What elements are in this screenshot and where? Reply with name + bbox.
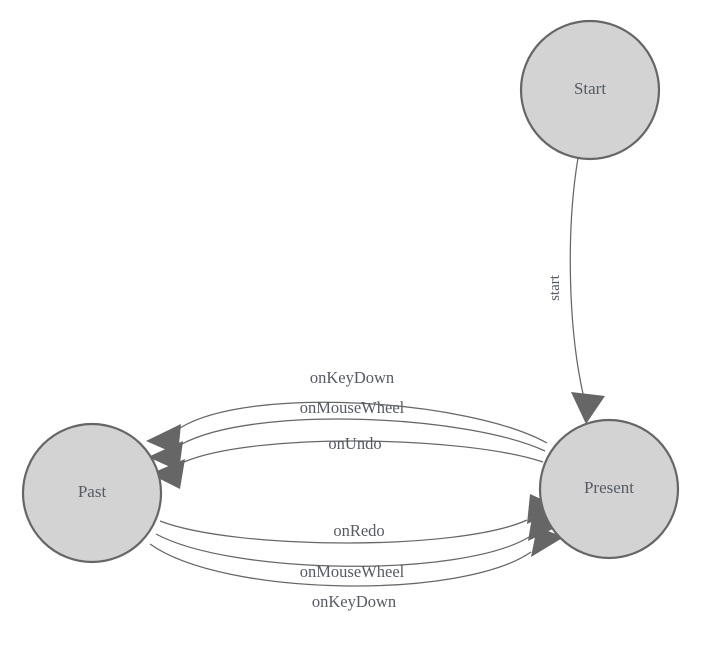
edge-label-past-present-redo: onRedo bbox=[333, 521, 384, 540]
edge-present-to-past-keydown-path bbox=[179, 401, 548, 444]
edge-label-present-past-keydown: onKeyDown bbox=[310, 368, 394, 387]
edge-start-to-present-path bbox=[569, 157, 585, 399]
edge-start-to-present[interactable]: start bbox=[547, 157, 605, 424]
node-start-circle bbox=[519, 19, 661, 161]
edge-present-to-past-mousewheel-path bbox=[181, 418, 546, 452]
node-past[interactable]: Past bbox=[21, 422, 163, 564]
node-start[interactable]: Start bbox=[519, 19, 661, 161]
node-past-circle bbox=[21, 422, 163, 564]
edge-label-past-present-mousewheel: onMouseWheel bbox=[300, 562, 405, 581]
edge-present-to-past-undo-arrowhead bbox=[150, 459, 185, 489]
node-present-circle bbox=[538, 418, 680, 560]
edge-label-present-past-undo: onUndo bbox=[328, 434, 381, 453]
edge-past-to-present-redo-path bbox=[159, 519, 528, 544]
edge-start-to-present-arrowhead bbox=[571, 392, 605, 424]
edge-label-start: start bbox=[547, 274, 563, 301]
node-present-label: Present bbox=[584, 478, 634, 497]
edge-present-to-past-undo[interactable]: onUndo bbox=[150, 434, 544, 489]
edge-past-to-present-mousewheel-path bbox=[155, 533, 530, 567]
edge-label-past-present-keydown: onKeyDown bbox=[312, 592, 396, 611]
node-present[interactable]: Present bbox=[538, 418, 680, 560]
node-past-label: Past bbox=[78, 482, 107, 501]
edge-label-present-past-mousewheel: onMouseWheel bbox=[300, 398, 405, 417]
node-start-label: Start bbox=[574, 79, 606, 98]
edge-past-to-present-redo[interactable]: onRedo bbox=[159, 494, 561, 544]
edge-present-to-past-mousewheel-arrowhead bbox=[148, 441, 183, 471]
edge-present-to-past-undo-path bbox=[183, 440, 544, 463]
edge-past-to-present-keydown-path bbox=[149, 543, 532, 587]
edge-present-to-past-mousewheel[interactable]: onMouseWheel bbox=[148, 398, 546, 471]
